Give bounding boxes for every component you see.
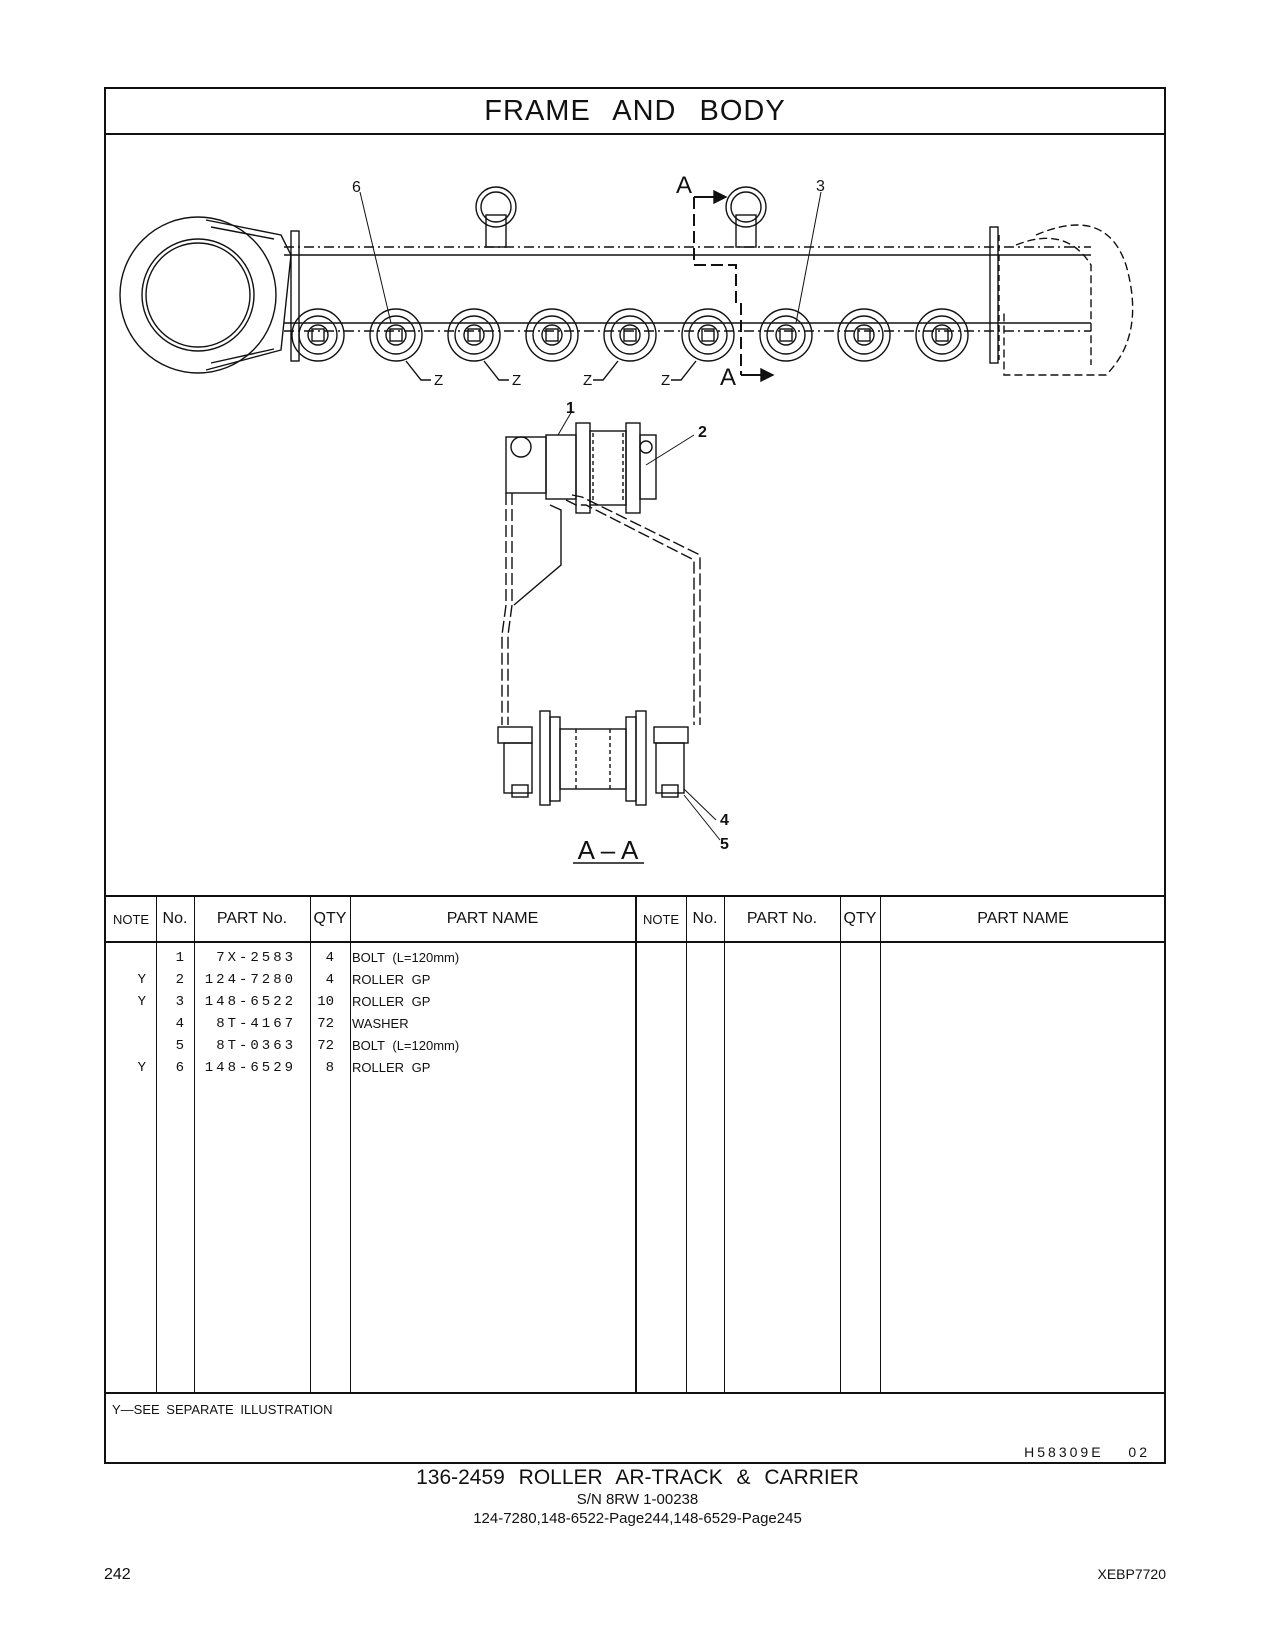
callout-1: 1 xyxy=(566,400,575,417)
callout-6: 6 xyxy=(352,179,361,196)
header-part-name: PART NAME xyxy=(446,910,539,927)
exploded-view-diagram: 6 3 A A Z Z Z Z xyxy=(119,172,1134,865)
document-id: XEBP7720 xyxy=(1097,1566,1167,1582)
column-rule xyxy=(156,897,157,1392)
column-rule xyxy=(635,897,637,1392)
table-row: 5 8T-0363 72 BOLT (L=120mm) xyxy=(175,1038,460,1054)
callout-4: 4 xyxy=(720,812,729,829)
illustration-note: Y—SEE SEPARATE ILLUSTRATION xyxy=(112,1402,333,1417)
header-note: NOTE xyxy=(642,911,680,927)
column-rule xyxy=(840,897,841,1392)
column-rule xyxy=(724,897,725,1392)
header-part-no: PART No. xyxy=(746,910,818,927)
reference-code: H58309E 02 xyxy=(1024,1444,1150,1460)
section-view-label: A – A xyxy=(578,835,639,865)
section-a-a-view xyxy=(497,410,721,864)
column-rule xyxy=(350,897,351,1392)
table-row: Y 2 124-7280 4 ROLLER GP xyxy=(137,972,431,988)
serial-number: S/N 8RW 1-00238 xyxy=(576,1491,699,1508)
column-rule xyxy=(194,897,195,1392)
document-frame: FRAME AND BODY xyxy=(104,87,1166,1464)
table-row: Y 6 148-6529 8 ROLLER GP xyxy=(137,1060,431,1076)
section-marker-bottom: A xyxy=(720,364,736,391)
header-part-no: PART No. xyxy=(216,910,288,927)
parts-table: NOTE No. PART No. QTY PART NAME NOTE No.… xyxy=(106,895,1164,1392)
track-frame-side-view xyxy=(119,186,1134,383)
page-number: 242 xyxy=(104,1566,131,1583)
column-rule xyxy=(880,897,881,1392)
header-no: No. xyxy=(162,910,188,927)
page-references: 124-7280,148-6522-Page244,148-6529-Page2… xyxy=(473,1510,802,1527)
z-marker: Z xyxy=(512,372,521,389)
page-title: FRAME AND BODY xyxy=(106,89,1164,135)
header-qty: QTY xyxy=(313,910,347,927)
parts-illustration: 6 3 A A Z Z Z Z xyxy=(106,135,1164,895)
header-part-name: PART NAME xyxy=(977,910,1069,927)
column-rule xyxy=(686,897,687,1392)
table-row: 4 8T-4167 72 WASHER xyxy=(175,1016,409,1032)
table-footer: Y—SEE SEPARATE ILLUSTRATION H58309E 02 xyxy=(106,1392,1164,1464)
table-row: Y 3 148-6522 10 ROLLER GP xyxy=(137,994,431,1010)
z-marker: Z xyxy=(434,372,443,389)
header-qty: QTY xyxy=(843,910,877,927)
group-title: 136-2459 ROLLER AR-TRACK & CARRIER xyxy=(416,1466,859,1489)
z-marker: Z xyxy=(583,372,592,389)
table-row: 1 7X-2583 4 BOLT (L=120mm) xyxy=(175,950,460,966)
track-roller-row xyxy=(291,308,969,362)
header-note: NOTE xyxy=(112,911,150,927)
column-rule xyxy=(310,897,311,1392)
header-no: No. xyxy=(692,910,718,927)
section-marker-top: A xyxy=(676,172,692,199)
z-marker: Z xyxy=(661,372,670,389)
callout-5: 5 xyxy=(720,836,729,853)
callout-2: 2 xyxy=(698,424,707,441)
callout-3: 3 xyxy=(816,178,825,195)
header-rule xyxy=(106,941,1164,943)
